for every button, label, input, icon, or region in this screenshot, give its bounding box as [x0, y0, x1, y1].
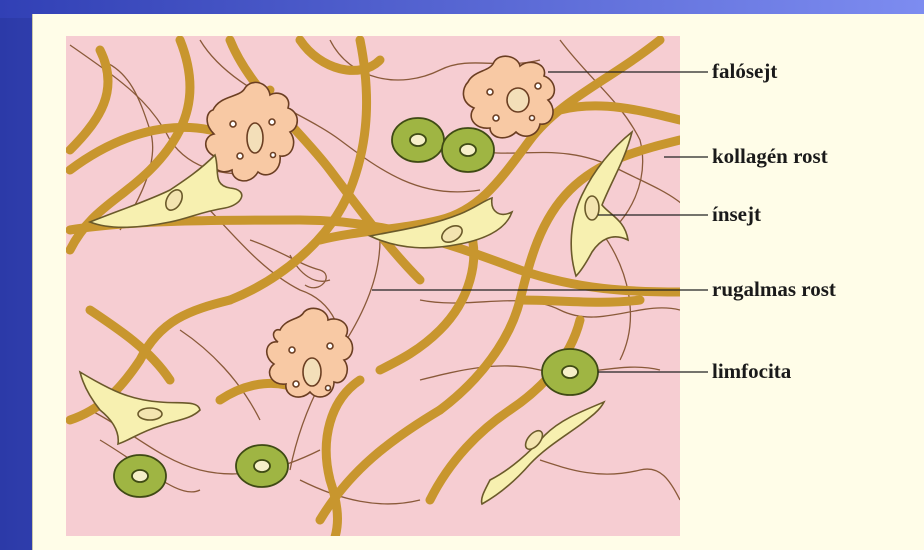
fibroblast-cell [370, 198, 512, 248]
lymphocyte-cell [542, 349, 598, 395]
phagocyte-cell [267, 308, 353, 397]
label-collagen-fiber: kollagén rost [712, 144, 828, 169]
label-fibroblast: ínsejt [712, 202, 761, 227]
label-phagocyte: falósejt [712, 59, 777, 84]
lymphocyte-cell [392, 118, 444, 162]
label-elastic-fiber: rugalmas rost [712, 277, 836, 302]
fibroblast-cell [80, 372, 200, 444]
phagocyte-cell [206, 82, 298, 180]
lymphocyte-cell [114, 455, 166, 497]
lymphocyte-cell [442, 128, 494, 172]
label-lymphocyte: limfocita [712, 359, 791, 384]
lymphocyte-cell [236, 445, 288, 487]
fibroblast-cell [571, 132, 632, 276]
